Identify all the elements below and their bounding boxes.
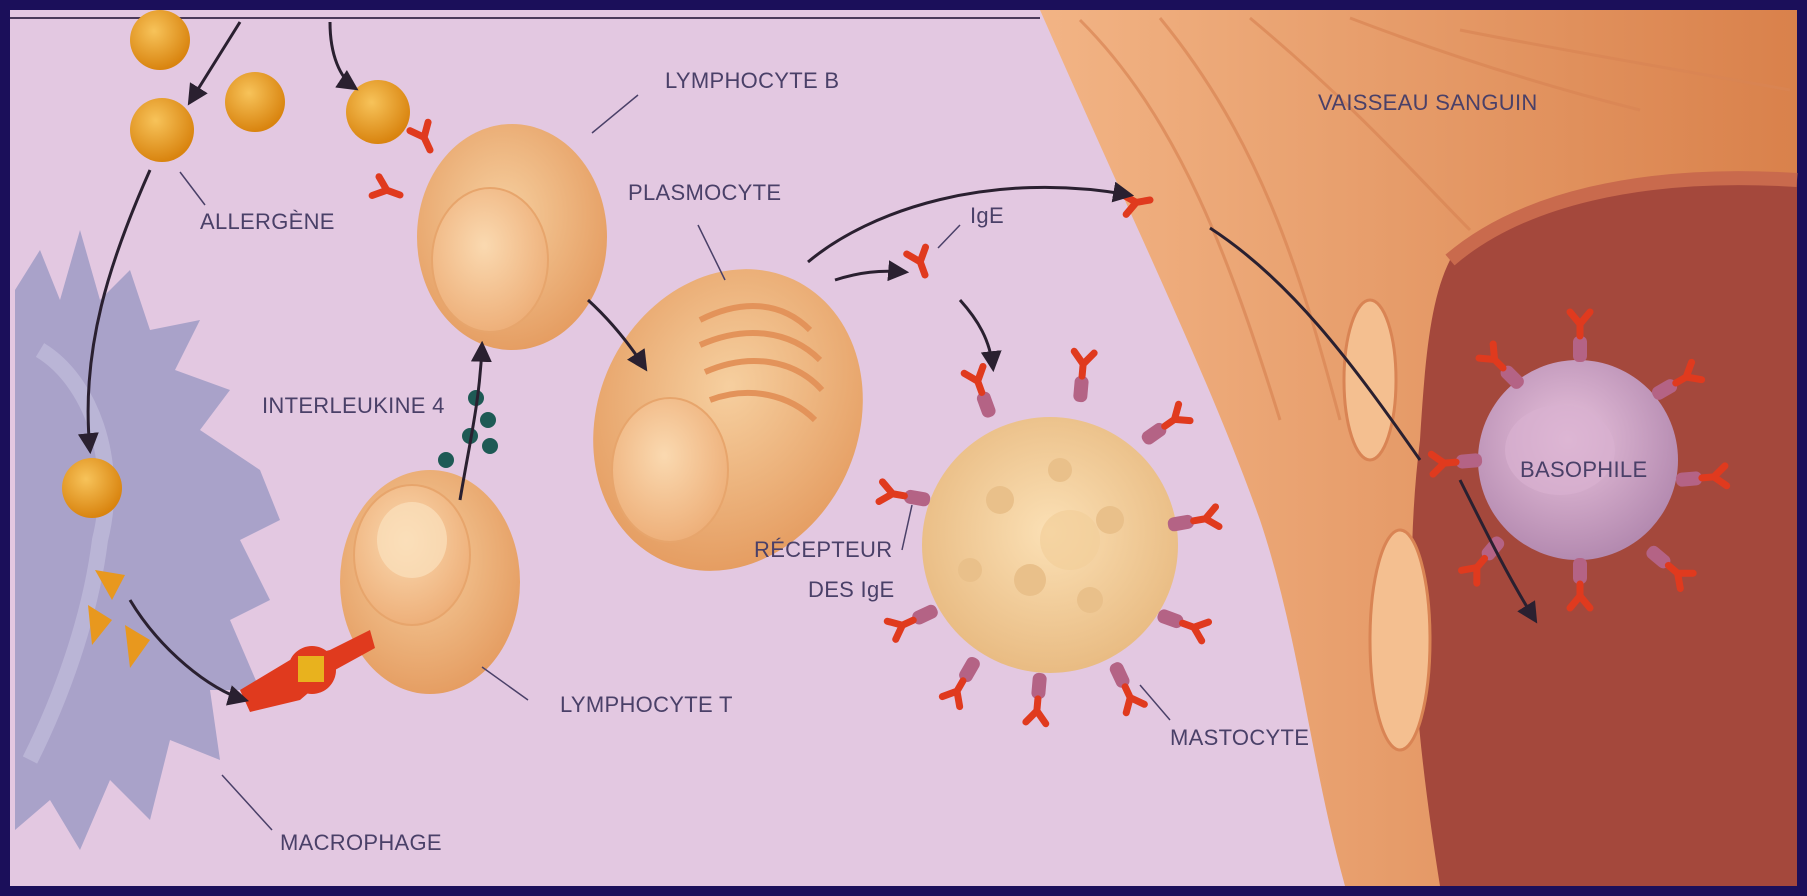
label-macrophage: MACROPHAGE — [280, 830, 442, 855]
label-lymphocyte-t: LYMPHOCYTE T — [560, 692, 733, 717]
lymphocyte-b-cell — [417, 124, 607, 350]
label-basophile: BASOPHILE — [1520, 457, 1647, 482]
label-recepteur-line2: DES IgE — [808, 577, 894, 602]
label-recepteur-line1: RÉCEPTEUR — [754, 537, 892, 562]
label-ige: IgE — [970, 203, 1004, 228]
label-lymphocyte-b: LYMPHOCYTE B — [665, 68, 839, 93]
lymphocyte-t-cell — [340, 470, 520, 694]
label-plasmocyte: PLASMOCYTE — [628, 180, 781, 205]
label-interleukine: INTERLEUKINE 4 — [262, 393, 445, 418]
label-allergene: ALLERGÈNE — [200, 209, 335, 234]
label-mastocyte: MASTOCYTE — [1170, 725, 1309, 750]
label-vaisseau-sanguin: VAISSEAU SANGUIN — [1318, 90, 1538, 115]
